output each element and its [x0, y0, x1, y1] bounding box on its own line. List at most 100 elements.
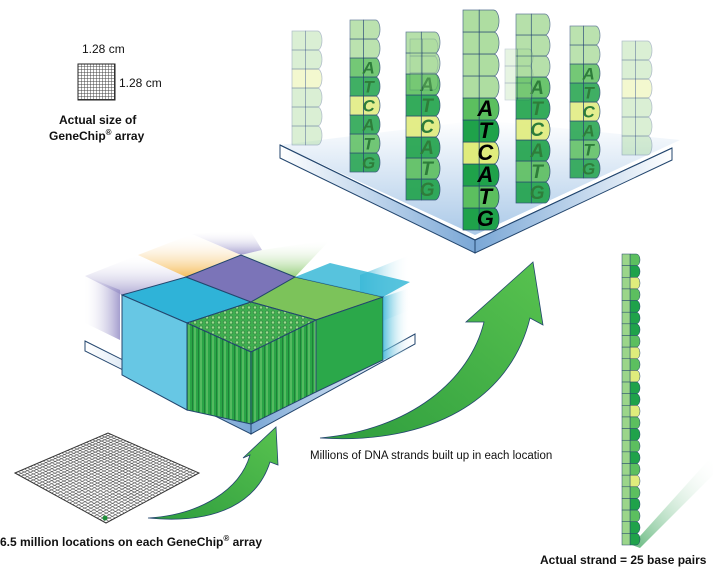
caption-text: array — [229, 535, 262, 549]
base-letter: C — [420, 117, 434, 138]
base-block-face — [504, 82, 518, 101]
base-block-side — [530, 139, 551, 162]
grid-line — [104, 434, 197, 475]
base-block-side — [422, 55, 439, 74]
base-block-face — [291, 106, 306, 127]
base-block-side — [583, 139, 601, 160]
base-block-face — [621, 97, 636, 118]
base-block-face — [569, 44, 584, 65]
base-pair-block-side — [629, 486, 641, 499]
base-block-face — [462, 53, 480, 77]
base-block-face — [291, 125, 306, 146]
base-pair-block — [621, 451, 631, 464]
base-block-side — [420, 178, 441, 201]
base-letter: C — [362, 97, 375, 116]
base-block-face — [349, 19, 364, 40]
base-letter: G — [582, 160, 595, 179]
base-block-side — [478, 141, 500, 165]
base-block-face — [409, 38, 423, 57]
base-block-face — [349, 76, 364, 97]
chip-block-array — [83, 230, 416, 435]
base-block-side — [478, 119, 500, 143]
base-pair-block — [621, 311, 631, 325]
base-block-face — [409, 72, 423, 91]
base-block-side — [478, 31, 500, 55]
base-block-side — [305, 49, 323, 70]
base-letter: G — [420, 180, 435, 201]
base-letter: T — [583, 141, 595, 160]
base-block-side — [635, 135, 653, 156]
base-block-side — [478, 9, 500, 33]
base-block-face — [405, 94, 422, 117]
ghost-strand — [504, 48, 534, 101]
single-location-marker — [102, 515, 108, 521]
base-block-face — [515, 13, 532, 36]
base-pair-block-side — [629, 393, 641, 406]
base-pair-block — [621, 463, 631, 476]
base-pair-block-side — [629, 521, 641, 534]
base-letter: G — [530, 183, 545, 204]
base-block-side — [305, 125, 323, 146]
base-pair-block — [621, 358, 631, 371]
base-block-side — [363, 38, 381, 59]
base-block-side — [420, 115, 441, 138]
base-block-side — [517, 48, 534, 67]
base-block-face — [569, 139, 584, 160]
registered-mark: ® — [223, 534, 230, 543]
base-letter: T — [583, 84, 595, 103]
base-block-side — [635, 40, 653, 61]
base-block-face — [462, 75, 480, 99]
locations-caption: 6.5 million locations on each GeneChip® … — [0, 534, 262, 549]
base-block-face — [409, 55, 423, 74]
base-pair-block — [621, 533, 631, 546]
base-block-face — [504, 65, 518, 84]
base-pair-block — [621, 498, 631, 511]
base-block-side — [478, 207, 500, 231]
base-block-face — [462, 119, 480, 143]
actual-strand-caption: Actual strand = 25 base pairs — [540, 553, 707, 567]
base-pair-block — [621, 346, 631, 360]
flat-grid-array — [13, 432, 201, 524]
grid-line — [96, 468, 191, 519]
base-block-face — [405, 115, 422, 138]
base-pair-block-side — [629, 335, 641, 348]
base-letter: A — [361, 116, 374, 135]
base-block-face — [621, 116, 636, 137]
base-block-side — [422, 38, 439, 57]
base-block-side — [478, 97, 500, 121]
base-block-side — [305, 68, 323, 89]
base-letter: C — [477, 140, 494, 165]
base-letter: C — [530, 120, 544, 141]
base-block-face — [621, 135, 636, 156]
base-block-side — [363, 133, 381, 154]
base-block-face — [291, 49, 306, 70]
strands-caption: Millions of DNA strands built up in each… — [310, 450, 553, 462]
base-block-face — [515, 97, 532, 120]
base-block-face — [462, 31, 480, 55]
base-pair-block — [621, 521, 631, 534]
base-pair-block — [621, 439, 631, 453]
base-letter: A — [361, 59, 374, 78]
base-block-side — [478, 53, 500, 77]
base-block-side — [530, 13, 551, 36]
base-letter: G — [362, 154, 375, 173]
base-pair-block-side — [629, 311, 641, 325]
actual-size-caption-line2: GeneChip® array — [49, 128, 144, 143]
grid-line — [90, 466, 184, 515]
base-letter: A — [529, 78, 544, 99]
registered-mark: ® — [105, 128, 112, 137]
base-block-side — [305, 106, 323, 127]
grid-line — [93, 467, 188, 517]
base-pair-block-side — [629, 533, 641, 546]
grid-line — [98, 436, 190, 479]
arrow-to-blocks-icon — [147, 426, 279, 520]
base-block-face — [504, 48, 518, 67]
base-block-side — [420, 94, 441, 117]
base-block-side — [420, 73, 441, 96]
base-block-face — [291, 30, 306, 51]
